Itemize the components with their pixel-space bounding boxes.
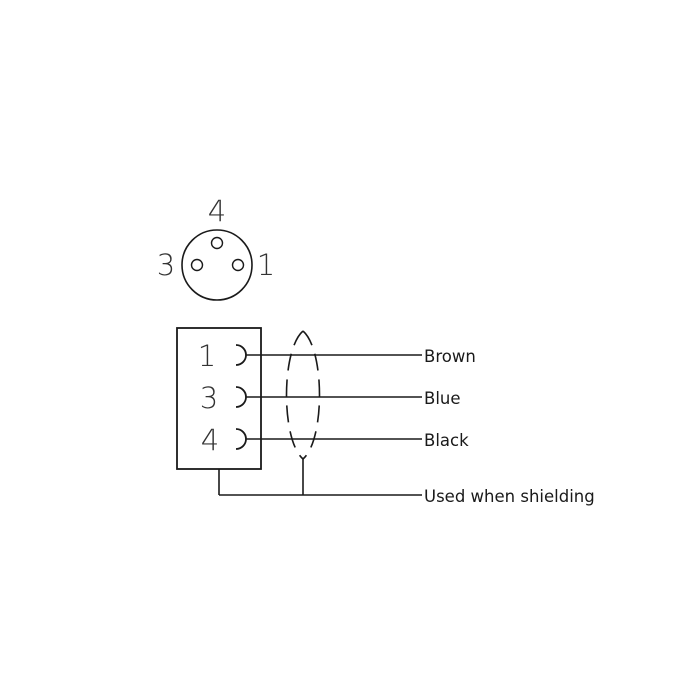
shield-ellipse-right — [302, 330, 321, 460]
face-pin-label-top: 4 — [208, 194, 226, 228]
face-pin-right-socket — [231, 258, 245, 272]
connector-pin-label-1: 1 — [198, 339, 216, 373]
socket-contact-3 — [235, 428, 247, 450]
wire-label-blue: Blue — [424, 389, 461, 408]
wire-labels: Brown Blue Black Used when shielding — [424, 347, 595, 506]
face-pin-left-socket — [190, 258, 204, 272]
shield-label: Used when shielding — [424, 487, 595, 506]
cable-shield — [218, 330, 422, 496]
connector-pin-label-2: 3 — [200, 381, 218, 415]
wire-label-brown: Brown — [424, 347, 476, 366]
connector-pin-label-3: 4 — [201, 423, 219, 457]
shield-ellipse-left — [285, 330, 304, 460]
socket-contact-1 — [235, 344, 247, 366]
connector-face-view: 4 3 1 — [157, 194, 275, 301]
connector-body: 1 3 4 — [176, 327, 262, 470]
socket-contact-2 — [235, 386, 247, 408]
face-pin-label-left: 3 — [157, 248, 175, 282]
wires — [246, 354, 422, 440]
wire-label-black: Black — [424, 431, 469, 450]
connector-face-outline — [181, 229, 253, 301]
face-pin-label-right: 1 — [257, 248, 275, 282]
face-pin-top-socket — [210, 236, 224, 250]
